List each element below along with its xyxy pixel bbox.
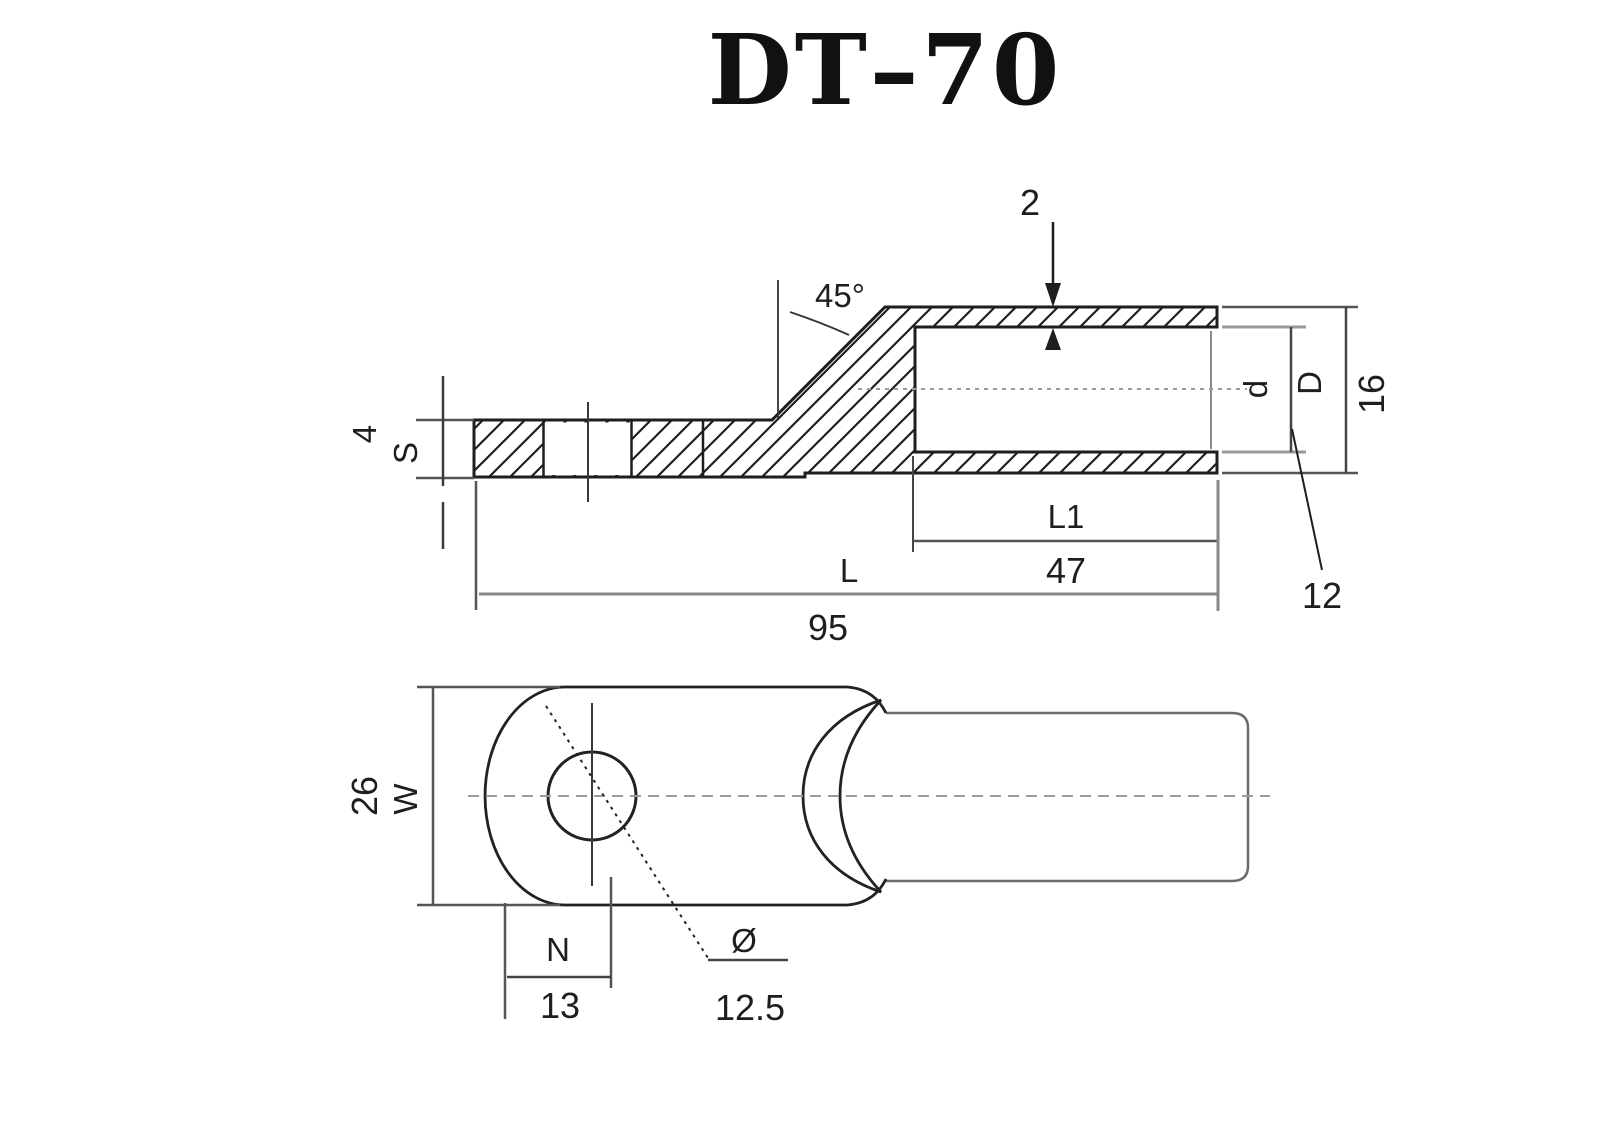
outer-diameter-symbol: D [1291,371,1328,395]
hole-offset-value: 13 [540,985,580,1026]
palm-width-value: 26 [344,776,385,816]
dim-overall-length: L 95 [474,480,1220,648]
arrowhead-up [1045,328,1061,350]
dim-hole-offset: N 13 [503,877,613,1026]
page-title: DT–70 [708,13,1063,127]
palm-width-symbol: W [387,783,424,815]
palm-thickness-symbol: S [387,442,424,464]
bellmouth-crescent [801,698,883,894]
bore-diameter-symbol: d [1237,380,1274,398]
lug-section-outline [472,305,1219,479]
lug-section-material [474,307,1217,477]
bore-depth-value: 47 [1046,550,1086,591]
top-plan-view: 26 W N 13 Ø 12.5 [344,685,1270,1028]
outer-diameter-value: 16 [1351,374,1392,414]
chamfer-angle-label: 45° [815,277,865,314]
dim-hole-diameter: Ø 12.5 [545,705,788,1028]
dim-bore-depth: L1 47 [912,456,1218,591]
hole-diameter-value: 12.5 [715,987,785,1028]
overall-length-value: 95 [808,607,848,648]
palm-thickness-value: 4 [346,425,383,443]
overall-length-symbol: L [840,552,858,589]
dim-wall-thickness: 2 [1020,182,1061,350]
arrowhead-down [1045,283,1061,307]
angle-arc [789,311,850,336]
wall-thickness-value: 2 [1020,182,1040,223]
bore-diameter-value: 12 [1302,575,1342,616]
hole-offset-symbol: N [546,931,570,968]
palm-outline [483,685,888,907]
dim-diameters: d D 16 12 [1222,305,1392,616]
leader-line [1291,428,1323,571]
side-section-view: 4 S 45° 2 L1 47 L 95 [346,182,1392,648]
dim-palm-thickness: 4 S [346,376,474,549]
dim-chamfer-angle: 45° [777,277,865,418]
leader-line-dotted [545,705,709,959]
dim-palm-width: 26 W [344,685,560,907]
bore-depth-symbol: L1 [1048,498,1085,535]
hole-diameter-symbol: Ø [731,922,757,959]
